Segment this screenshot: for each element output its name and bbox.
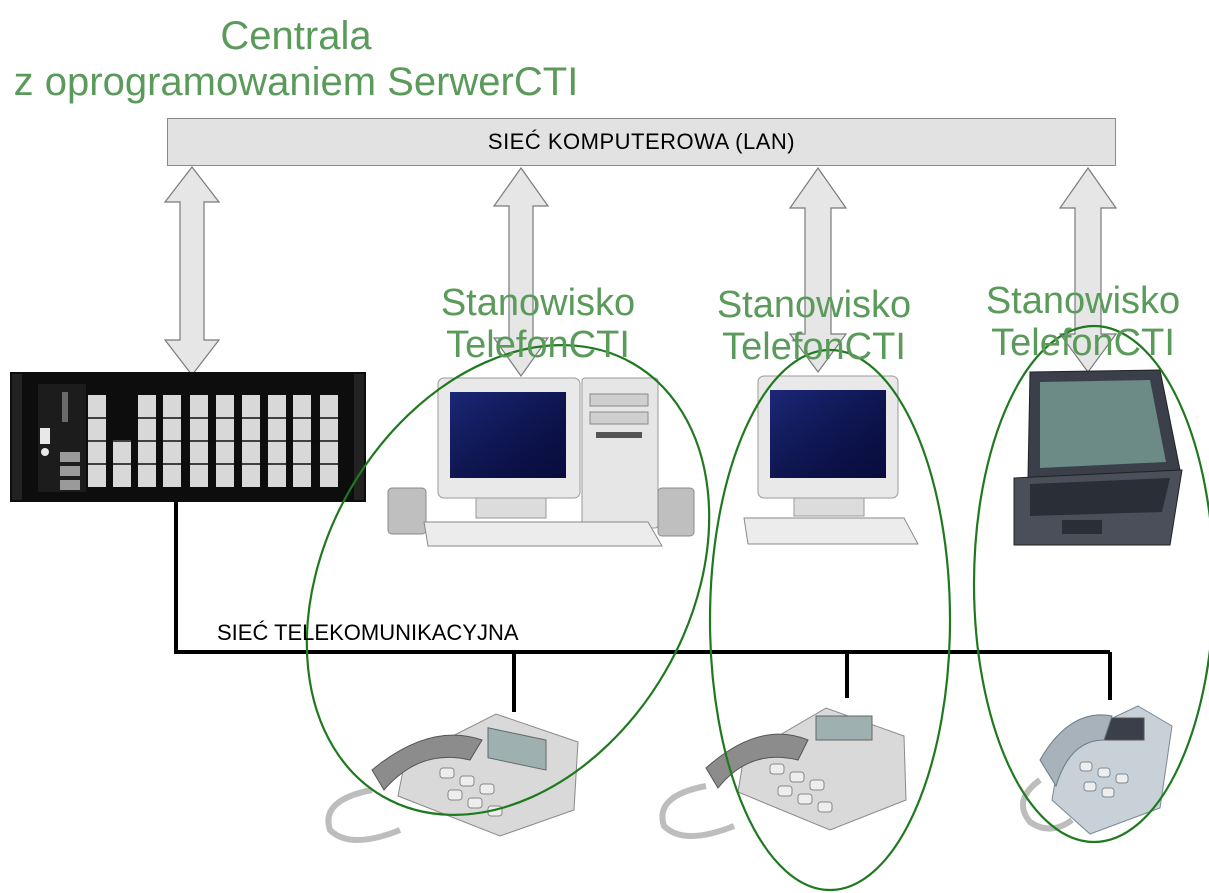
lan-network-bar: SIEĆ KOMPUTEROWA (LAN) [167, 118, 1116, 166]
workstation-2-label-line2: TelefonCTI [722, 326, 906, 368]
telecom-network-label: SIEĆ TELEKOMUNIKACYJNA [217, 620, 519, 645]
telephone-icon-2 [659, 707, 907, 839]
laptop-icon [1013, 369, 1183, 546]
workstation-3-label-line2: TelefonCTI [991, 322, 1175, 364]
workstation-3-label-line1: Stanowisko [985, 280, 1181, 322]
telephone-icon-1 [325, 713, 579, 843]
telephone-icon-3 [1019, 705, 1173, 835]
telecom-network-lines [174, 502, 1112, 712]
pbx-title-line1: Centrala [220, 14, 372, 58]
workstation-group-ellipse-2 [708, 348, 952, 892]
workstation-1-label-line2: TelefonCTI [446, 324, 630, 366]
pbx-title-line2: z oprogramowaniem SerwerCTI [13, 60, 579, 104]
desktop-computer-icon-1 [387, 377, 695, 547]
desktop-computer-icon-2 [743, 375, 919, 545]
lan-label: SIEĆ KOMPUTEROWA (LAN) [487, 129, 796, 154]
lan-arrow-ws1 [492, 166, 550, 378]
workstation-2-label-line1: Stanowisko [716, 284, 912, 326]
workstation-group-ellipse-1 [305, 344, 711, 816]
pbx-rack-icon [10, 372, 366, 502]
workstation-1-label-line1: Stanowisko [440, 282, 636, 324]
lan-arrow-ws2 [788, 166, 848, 374]
lan-arrow-pbx [163, 166, 221, 376]
workstation-group-ellipse-3 [972, 324, 1209, 844]
